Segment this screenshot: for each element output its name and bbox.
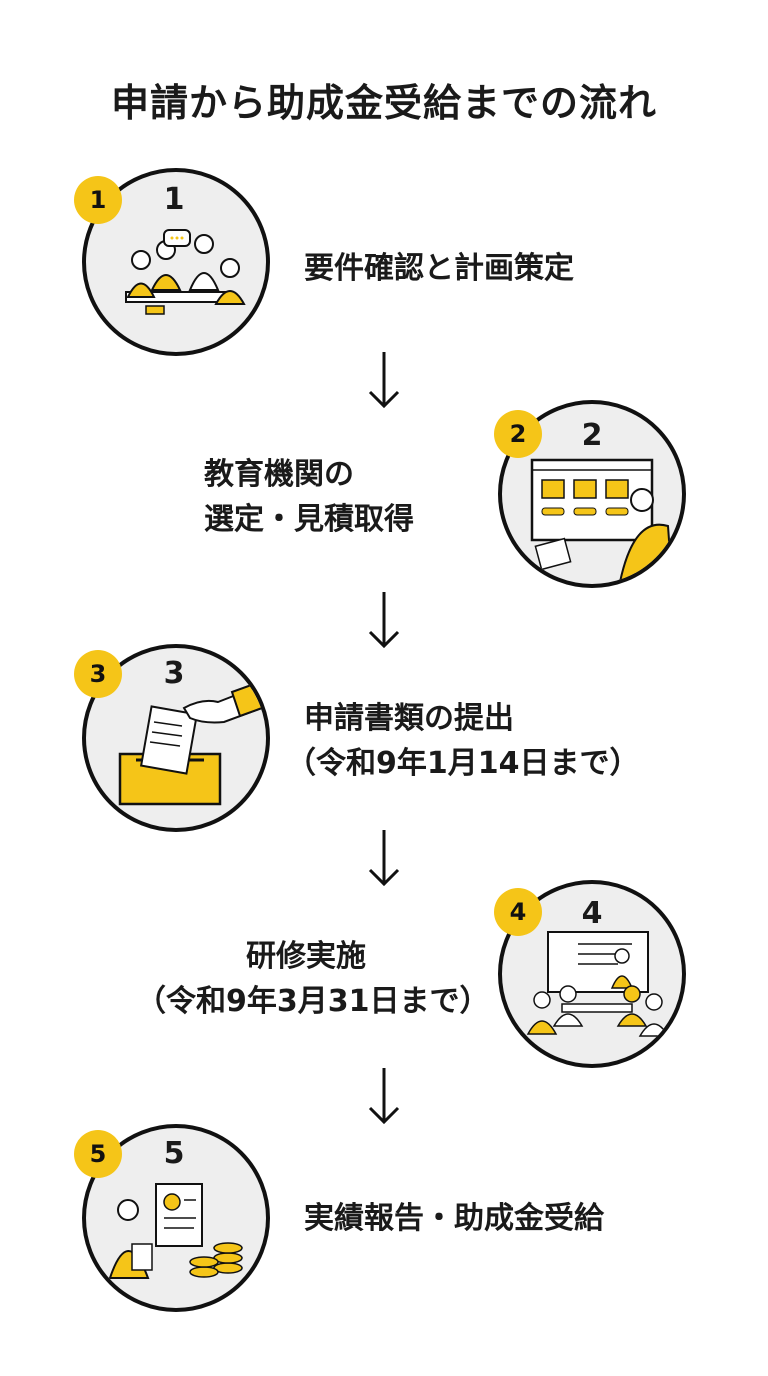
report-coins-icon (108, 1183, 243, 1279)
step-3-label: 申請書類の提出 （令和9年1月14日まで） (286, 696, 640, 786)
step-5-badge: 5 (74, 1130, 122, 1178)
document-submission-icon (118, 682, 264, 806)
step-3-circle (82, 644, 270, 832)
step-2-label: 教育機関の 選定・見積取得 (204, 452, 414, 542)
step-1-circle (82, 168, 270, 356)
step-1-label-line-1: 要件確認と計画策定 (304, 251, 574, 286)
step-3-number: 3 (163, 656, 185, 691)
down-arrow-icon (368, 352, 400, 409)
step-5-label-line-1: 実績報告・助成金受給 (304, 1201, 604, 1236)
step-2-badge: 2 (494, 410, 542, 458)
step-3-label-line-2: （令和9年1月14日まで） (286, 746, 640, 781)
step-2-label-line-1: 教育機関の (204, 457, 354, 492)
step-4-number: 4 (581, 896, 603, 931)
step-2-label-line-2: 選定・見積取得 (204, 502, 414, 537)
step-2-number: 2 (581, 418, 603, 453)
training-seminar-icon (526, 931, 670, 1037)
step-5-number: 5 (163, 1136, 185, 1171)
down-arrow-icon (368, 1068, 400, 1125)
step-5-label: 実績報告・助成金受給 (304, 1196, 604, 1241)
step-4-label: 研修実施 （令和9年3月31日まで） (136, 934, 490, 1024)
computer-selection-icon (530, 458, 674, 583)
page-title: 申請から助成金受給までの流れ (110, 81, 657, 125)
meeting-illustration-icon (125, 229, 246, 315)
step-3-label-line-1: 申請書類の提出 (304, 701, 514, 736)
down-arrow-icon (368, 592, 400, 649)
down-arrow-icon (368, 830, 400, 887)
step-4-badge: 4 (494, 888, 542, 936)
step-4-label-line-2: （令和9年3月31日まで） (136, 984, 490, 1019)
step-4-label-line-1: 研修実施 (246, 939, 366, 974)
step-1-number: 1 (163, 182, 185, 217)
step-3-badge: 3 (74, 650, 122, 698)
step-1-label: 要件確認と計画策定 (304, 246, 574, 291)
step-1-badge: 1 (74, 176, 122, 224)
